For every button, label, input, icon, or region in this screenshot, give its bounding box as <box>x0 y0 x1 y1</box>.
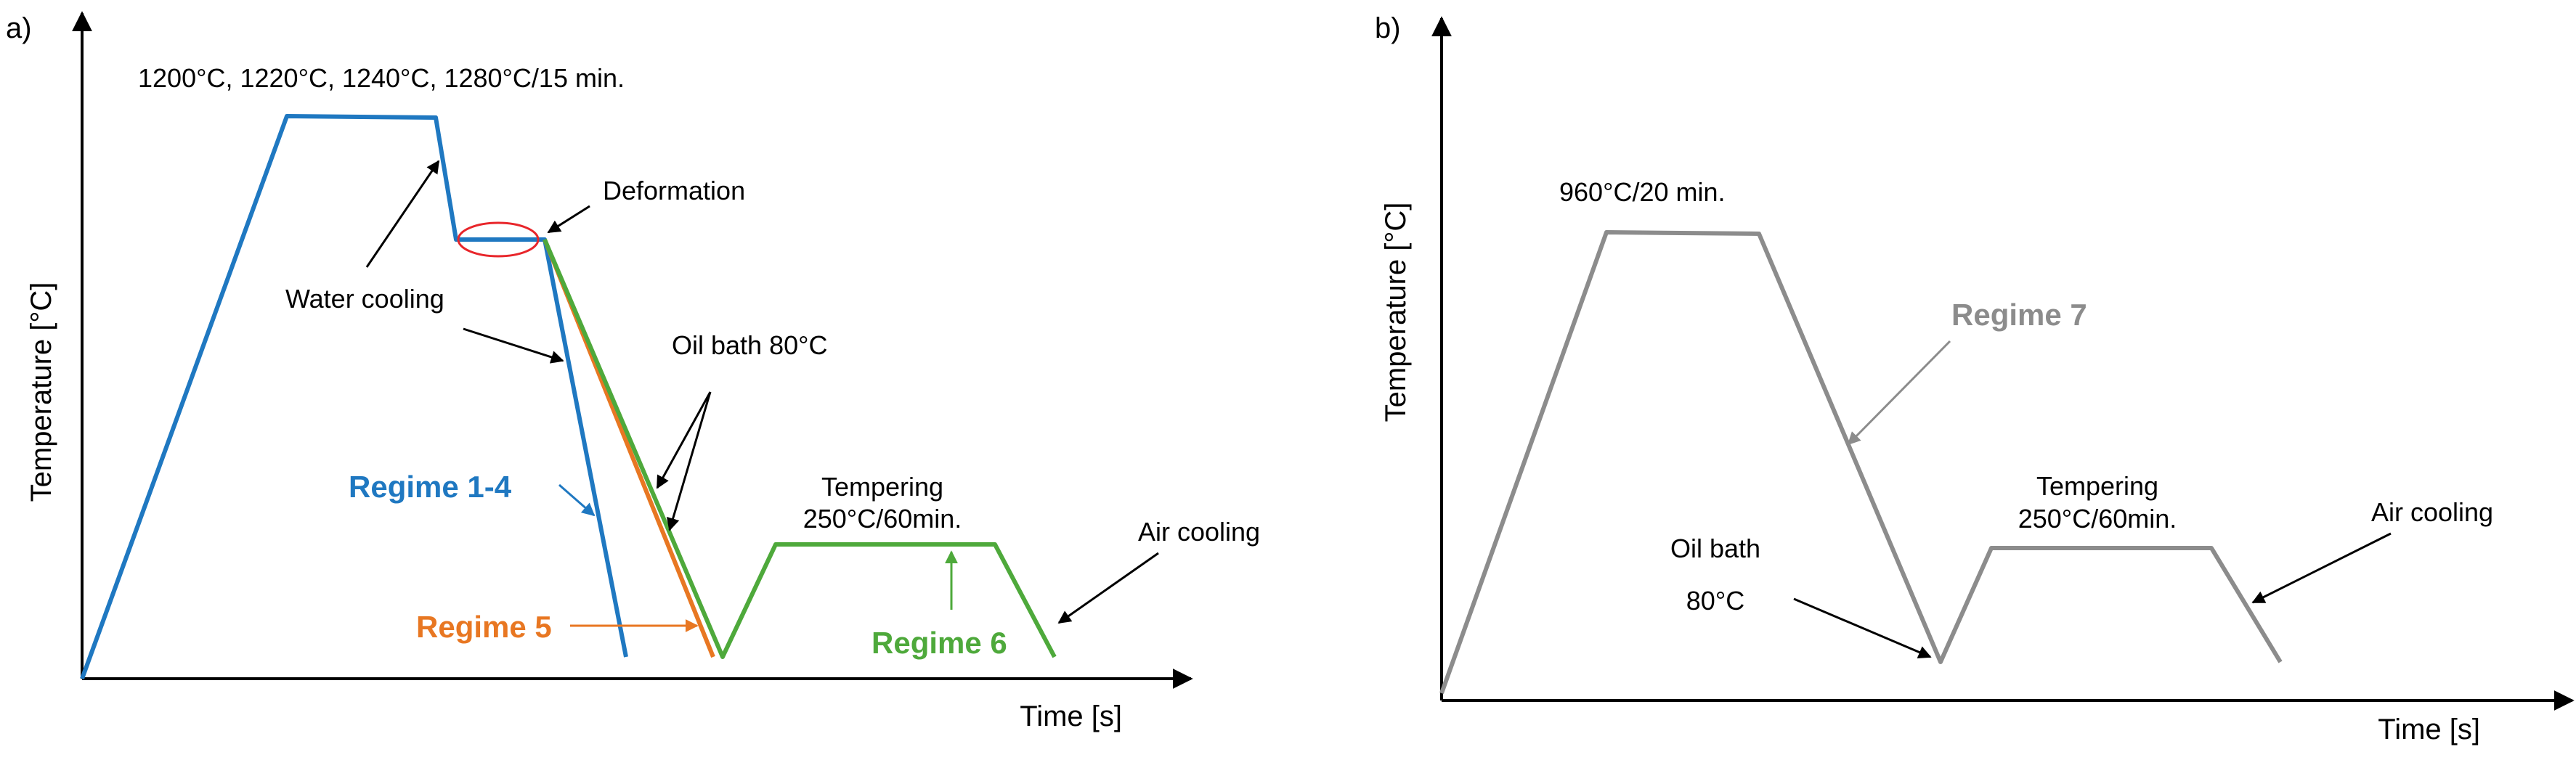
panel-a: a) Temperature [°C] Time [s] 1200°C, 122… <box>6 11 1260 732</box>
deformation-label: Deformation <box>603 176 745 205</box>
deformation-ellipse <box>457 221 540 258</box>
water-cooling-arrow-2 <box>463 327 564 364</box>
panel-a-y-label: Temperature [°C] <box>25 282 57 502</box>
oil-bath-label: Oil bath 80°C <box>672 330 828 360</box>
tempering-label-b-line2: 250°C/60min. <box>2018 504 2177 534</box>
panel-a-x-label: Time [s] <box>1020 700 1122 732</box>
regime-7-curve <box>1439 230 2283 695</box>
oil-bath-label-b-line1: Oil bath <box>1670 534 1760 563</box>
panel-b-tag: b) <box>1375 12 1401 44</box>
tempering-label-line1: Tempering <box>821 472 943 502</box>
regime-1-4-arrow <box>558 483 596 517</box>
panel-b-y-label: Temperature [°C] <box>1380 203 1412 422</box>
oil-bath-label-b-line2: 80°C <box>1686 586 1744 616</box>
panel-b: b) Temperature [°C] Time [s] 960°C/20 mi… <box>1375 12 2575 745</box>
regime-7-arrow <box>1847 340 1951 446</box>
tempering-label-line2: 250°C/60min. <box>803 504 962 534</box>
regime-6-label: Regime 6 <box>871 626 1007 660</box>
regime-1-4-curve <box>80 114 628 680</box>
panel-a-tag: a) <box>6 12 32 44</box>
panel-a-top-label: 1200°C, 1220°C, 1240°C, 1280°C/15 min. <box>138 63 625 93</box>
regime-5-label: Regime 5 <box>416 610 552 644</box>
oil-bath-arrow-1 <box>656 391 712 489</box>
air-cooling-label-b: Air cooling <box>2371 497 2493 527</box>
panel-b-top-label: 960°C/20 min. <box>1559 177 1726 207</box>
tempering-label-b-line1: Tempering <box>2036 471 2158 501</box>
oil-bath-arrow-2 <box>666 391 712 531</box>
regime-7-label: Regime 7 <box>1951 298 2087 332</box>
oil-bath-arrow-b <box>1793 597 1932 658</box>
deformation-arrow <box>547 205 590 234</box>
regime-1-4-label: Regime 1-4 <box>349 470 512 504</box>
water-cooling-label: Water cooling <box>285 284 444 314</box>
regime-6-curve <box>543 238 1057 659</box>
air-cooling-arrow <box>1057 552 1159 624</box>
water-cooling-arrow-1 <box>365 160 440 268</box>
air-cooling-arrow-b <box>2251 532 2392 604</box>
panel-b-x-label: Time [s] <box>2378 714 2480 745</box>
air-cooling-label: Air cooling <box>1138 517 1260 547</box>
